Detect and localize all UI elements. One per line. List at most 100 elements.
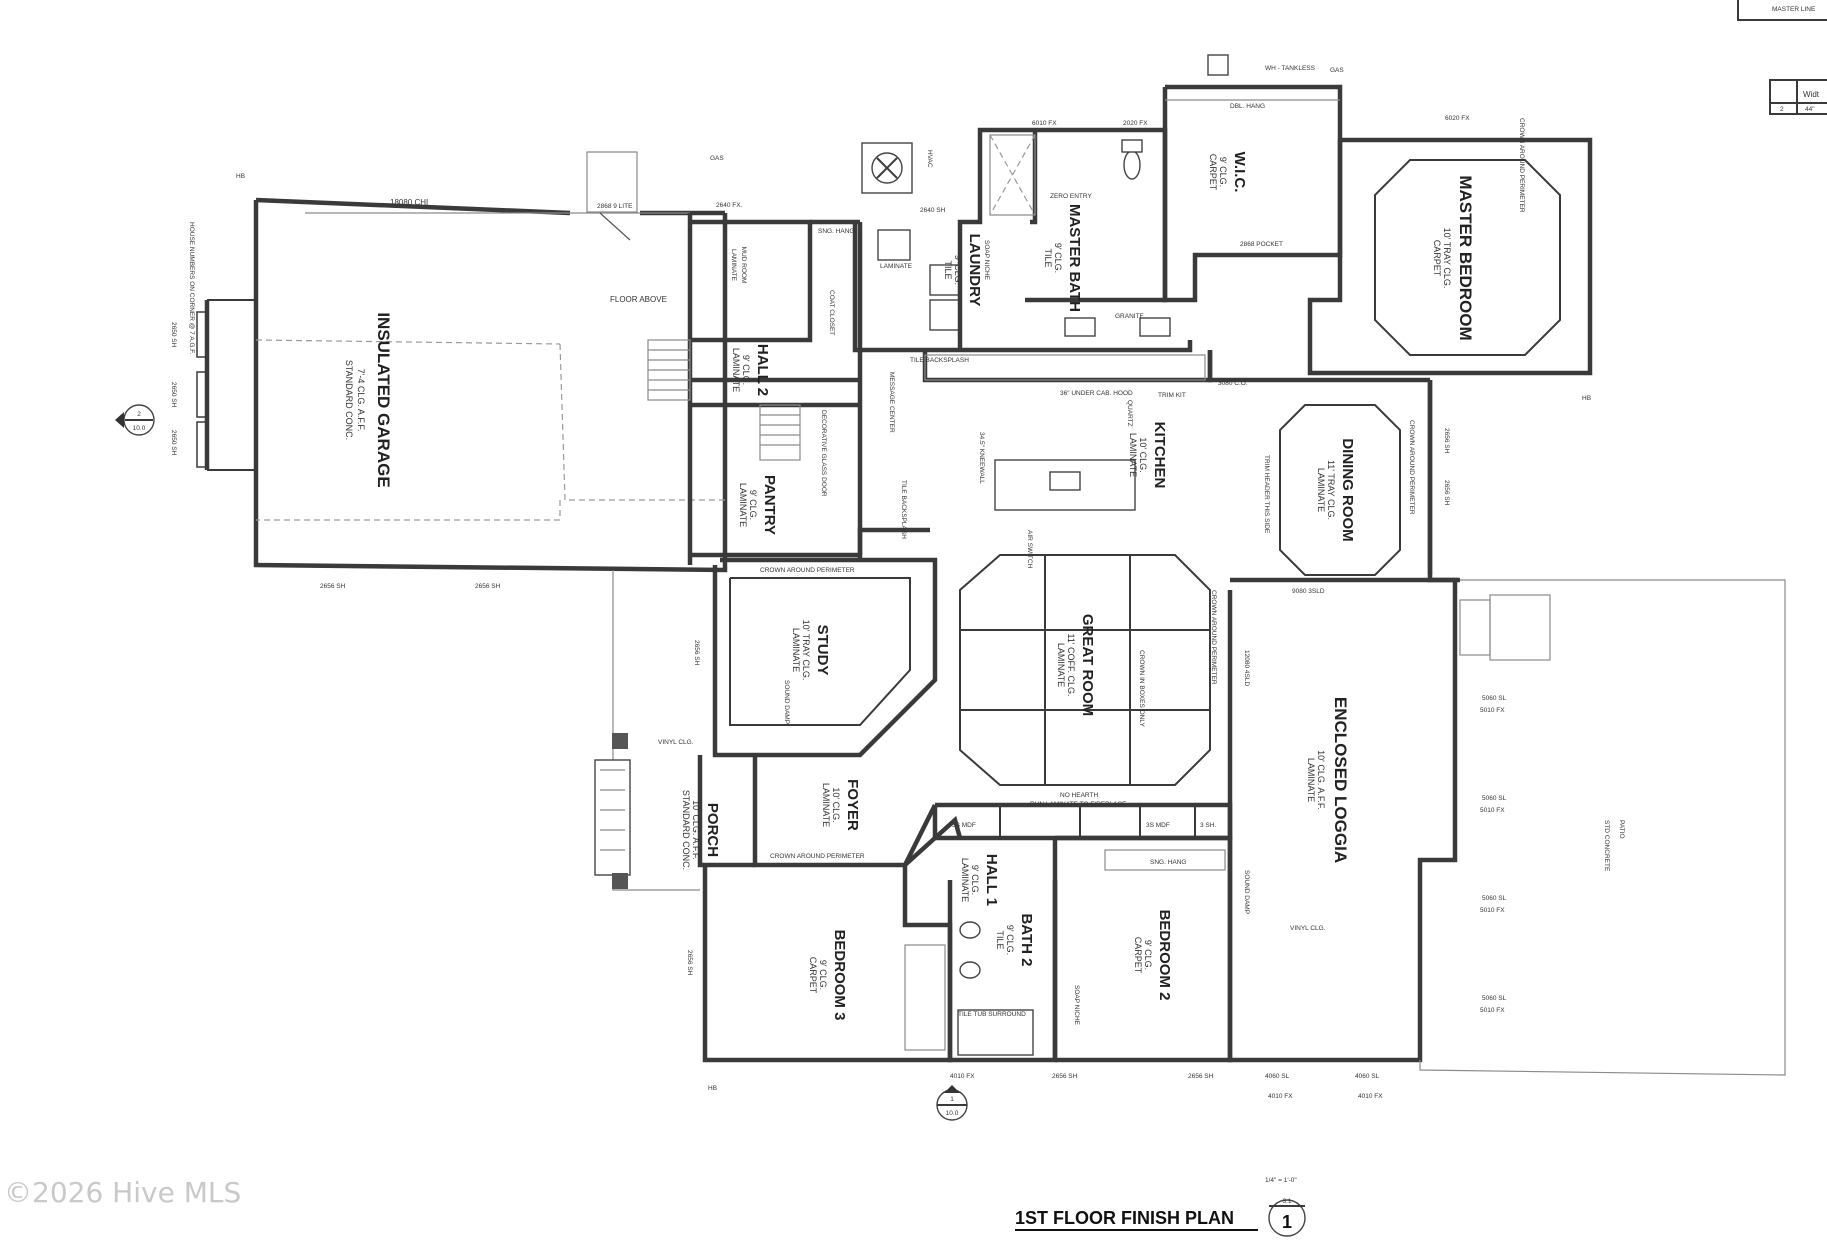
kitchen-floor: LAMINATE — [1128, 433, 1138, 477]
kitchen-trim-kit: TRIM KIT — [1158, 392, 1186, 399]
bedroom2-ceiling: 9' CLG. — [1143, 940, 1153, 970]
pantry-name: PANTRY — [761, 475, 778, 535]
mud-room-floor: LAMINATE — [730, 249, 737, 282]
master-bedroom-ceiling: 10' TRAY CLG. — [1442, 228, 1452, 289]
section-mark-left: 2 10.0 — [115, 404, 155, 436]
plan-title: 1ST FLOOR FINISH PLAN — [1015, 1208, 1234, 1228]
loggia-name: ENCLOSED LOGGIA — [1331, 697, 1350, 863]
porch-name: PORCH — [704, 803, 721, 857]
porch-vinyl-clg: VINYL CLG. — [658, 739, 694, 746]
wic-walls — [1162, 54, 1343, 303]
service-wing-walls — [647, 213, 961, 565]
granite-note: GRANITE — [1115, 313, 1145, 320]
laundry-floor: TILE — [943, 260, 953, 279]
bedroom2-window-2: 2656 SH — [1188, 1073, 1214, 1080]
great-room-crown: CROWN AROUND PERIMETER — [1210, 590, 1217, 685]
hall2-name: HALL 2 — [754, 344, 771, 396]
patio-label: PATIO — [1618, 820, 1625, 839]
great-room-coffered-ceiling — [932, 554, 1233, 841]
hall1-floor: LAMINATE — [960, 858, 970, 902]
air-switch-note: AIR SWITCH — [1026, 530, 1033, 569]
kitchen-name: KITCHEN — [1151, 422, 1168, 489]
soap-niche-note: SOAP NICHE — [983, 240, 990, 281]
loggia-window-1: 5060 SL — [1482, 695, 1507, 702]
garage-entry-door-label: 2868 9 LITE — [597, 203, 633, 210]
bedroom3-floor: CARPET — [808, 957, 818, 994]
foyer-floor: LAMINATE — [821, 783, 831, 827]
laundry-floor-note: LAMINATE — [880, 263, 913, 270]
garage-name: INSULATED GARAGE — [374, 312, 393, 487]
hall1-ceiling: 9' CLG. — [970, 865, 980, 895]
wic-ceiling: 9' CLG. — [1218, 157, 1228, 187]
kneewall-note: 34.5" KNEEWALL — [978, 432, 985, 484]
dining-window-2: 2656 SH — [1443, 480, 1450, 506]
section-left-number: 2 — [137, 411, 141, 418]
section-left-sheet: 10.0 — [133, 425, 146, 432]
great-room-mdf-2: 3S MDF — [1146, 822, 1170, 829]
loggia-window-2: 5060 SL — [1482, 795, 1507, 802]
hall2-floor: LAMINATE — [731, 348, 741, 392]
wic-dbl-hang: DBL. HANG — [1230, 103, 1265, 110]
kitchen-hood: 36" UNDER CAB. HOOD — [1060, 390, 1133, 397]
loggia-window-fx-4: 5010 FX — [1480, 1007, 1505, 1014]
great-room-mdf-1: 3S MDF — [952, 822, 976, 829]
bath2-floor: TILE — [995, 930, 1005, 949]
dining-crown: CROWN AROUND PERIMETER — [1408, 420, 1415, 515]
mls-watermark: ©2026 Hive MLS — [4, 1176, 241, 1209]
house-numbers-note: HOUSE NUMBERS ON CORNER @ 7 A.G.F. — [188, 222, 195, 354]
title-sheet-ref: 3.1 — [1282, 1198, 1291, 1205]
garage-left-window-2: 2650 SH — [170, 382, 177, 408]
great-room-ceiling: 11' COFF. CLG. — [1066, 633, 1076, 696]
bath2-ceiling: 9' CLG. — [1005, 925, 1015, 955]
master-bath-ceiling: 9' CLG. — [1053, 243, 1063, 273]
garage-window-2: 2656 SH — [475, 583, 501, 590]
foyer-name: FOYER — [844, 779, 861, 831]
bedroom2-soap-niche: SOAP NICHE — [1073, 985, 1080, 1026]
title-scale: 1/4" = 1'-0" — [1265, 1177, 1297, 1184]
mud-room-name: MUD ROOM — [740, 247, 747, 284]
bedroom3-ceiling: 9' CLG. — [818, 960, 828, 990]
great-room-3sh: 3 SH. — [1200, 822, 1216, 829]
garage-left-window-3: 2650 SH — [170, 430, 177, 456]
master-bedroom-floor: CARPET — [1432, 240, 1442, 277]
decorative-glass-door: DECORATIVE GLASS DOOR — [820, 410, 827, 497]
enclosed-loggia-walls — [1227, 577, 1551, 1063]
run-laminate-note: RUN LAMINATE TO FIREPLACE — [1030, 801, 1127, 808]
bedroom2-name: BEDROOM 2 — [1156, 910, 1173, 1001]
garage-ceiling: 7'-4 CLG. A.F.F. — [356, 369, 366, 432]
corner-schedule-table: MASTER LINE Widt 2 44" — [1737, 0, 1827, 115]
loggia-window-fx-2: 5010 FX — [1480, 807, 1505, 814]
master-bedroom-walls — [1307, 137, 1593, 376]
tile-backsplash-2: TILE BACKSPLASH — [900, 480, 907, 539]
loggia-vinyl-clg: VINYL CLG. — [1290, 925, 1326, 932]
bedroom3-window: 2656 SH — [686, 950, 693, 976]
section-mark-bottom: 1 10.0 — [936, 1085, 968, 1121]
study-name: STUDY — [814, 625, 831, 676]
corner-table-label: MASTER LINE — [1772, 6, 1816, 13]
hose-bib-label: HB — [236, 173, 245, 180]
great-room-name: GREAT ROOM — [1079, 614, 1096, 716]
dining-room-name: DINING ROOM — [1339, 438, 1356, 541]
wic-pocket-door: 2868 POCKET — [1240, 241, 1283, 248]
pantry-ceiling: 9' CLG. — [748, 490, 758, 520]
foyer-walls — [697, 755, 938, 868]
garage-floor: STANDARD CONC. — [344, 360, 354, 440]
loggia-bottom-window-2: 4060 SL — [1355, 1073, 1380, 1080]
garage-walls — [196, 151, 728, 573]
patio-material: STD CONCRETE — [1603, 820, 1610, 872]
master-bedroom-crown: CROWN AROUND PERIMETER — [1518, 118, 1525, 213]
mud-room-window: 2640 FX. — [716, 202, 743, 209]
bath2-window: 4010 FX — [950, 1073, 975, 1080]
wic-floor: CARPET — [1208, 154, 1218, 191]
dining-room-walls — [1279, 380, 1460, 583]
hall1-bath2-walls — [903, 815, 1058, 1063]
master-hose-bib: HB — [1582, 395, 1591, 402]
bedroom2-walls — [1055, 835, 1233, 1063]
master-bedroom-name: MASTER BEDROOM — [1456, 175, 1475, 340]
loggia-slider-2: 12080 4SLD — [1243, 650, 1250, 686]
floor-above-note: FLOOR ABOVE — [610, 295, 667, 304]
corner-table-width: Widt — [1803, 90, 1820, 99]
master-bath-floor: TILE — [1043, 248, 1053, 267]
zero-entry-note: ZERO ENTRY — [1050, 193, 1092, 200]
